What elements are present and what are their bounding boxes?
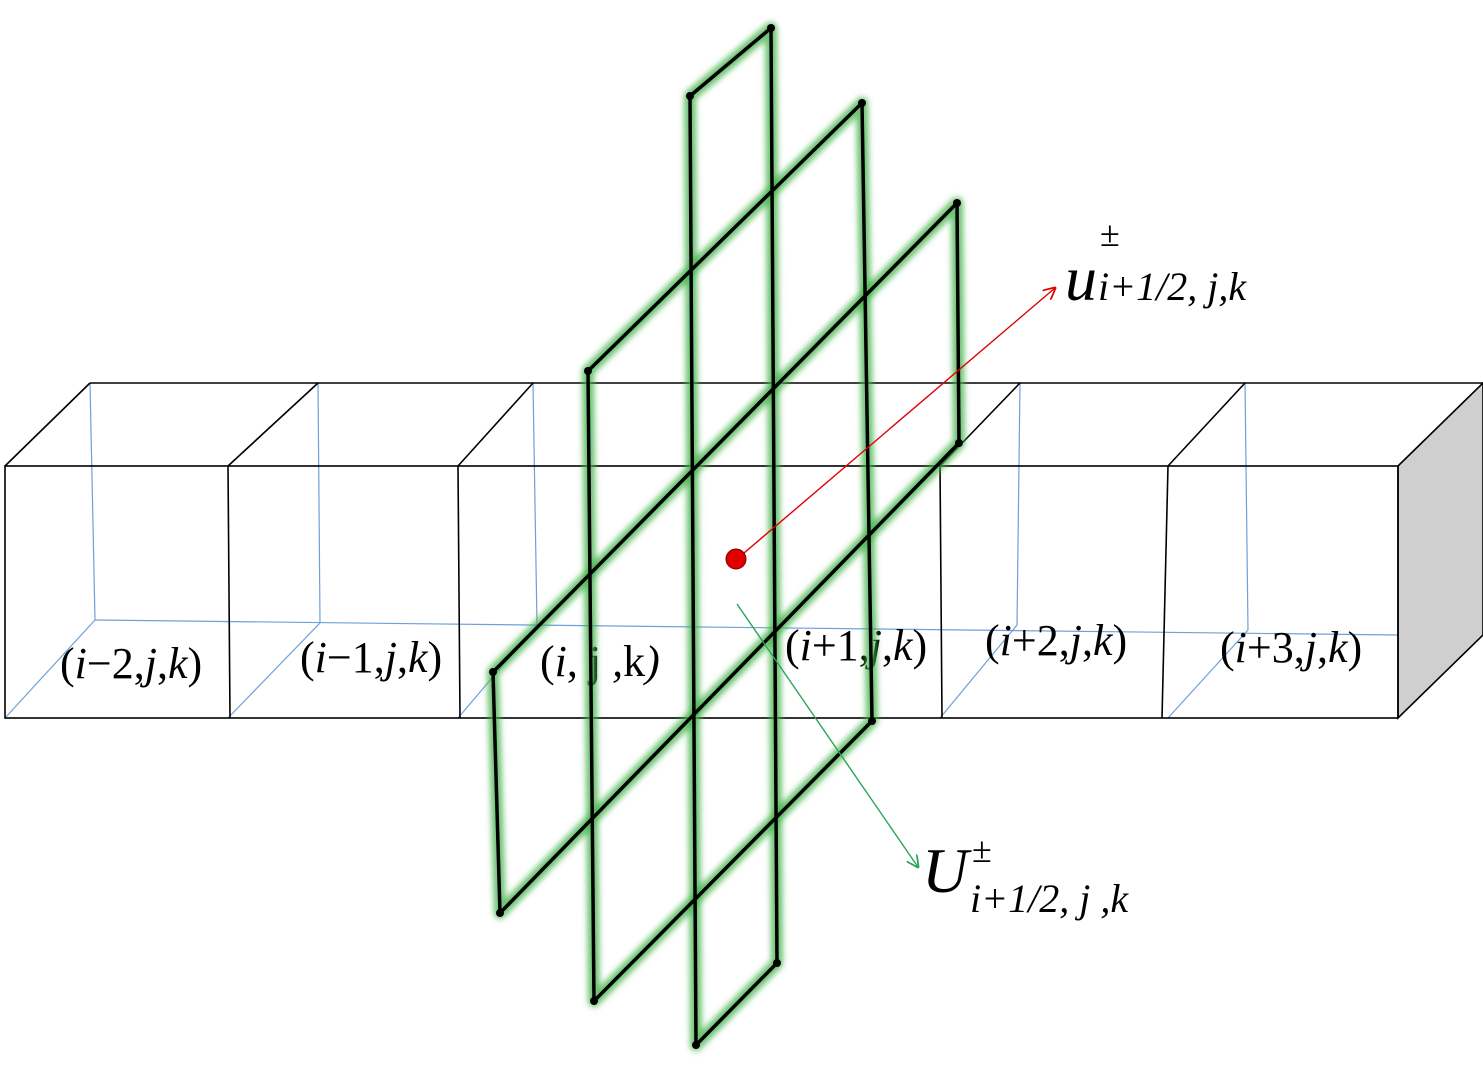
velocity-annotation: u ± i+1/2, j,k <box>1065 214 1247 314</box>
grid-vertex-dot <box>686 92 694 100</box>
cell-label-part: j <box>1065 616 1082 665</box>
cell-label-part: ) <box>912 621 927 670</box>
grid-vertex-dot <box>868 717 876 725</box>
cell-label-part: ( <box>785 621 800 670</box>
grid-vertex-dot <box>955 439 963 447</box>
grid-vertex-dot <box>767 24 775 32</box>
cell-label-part: ( <box>1220 623 1235 672</box>
face-center-point <box>725 548 747 570</box>
cell-label: (i+1,j,k) <box>785 621 927 670</box>
cell-label-part: , <box>1082 616 1093 665</box>
velocity-symbol: u <box>1065 243 1097 314</box>
state-superscript: ± <box>972 830 992 870</box>
cell-label-part: ) <box>1112 616 1127 665</box>
cell-label-part: +3 <box>1247 623 1294 672</box>
velocity-subscript: i+1/2, j,k <box>1098 264 1247 309</box>
cell-label-part: ( <box>540 637 555 686</box>
grid-vertex-dot <box>773 959 781 967</box>
cell-label-part: j <box>140 639 157 688</box>
grid-vertex-dot <box>590 997 598 1005</box>
cell-label-part: i <box>555 637 567 686</box>
state-subscript: i+1/2, j ,k <box>970 876 1129 921</box>
cell-label: (i+3,j,k) <box>1220 623 1362 672</box>
cell-label-part: k <box>168 639 189 688</box>
cell-label: (i+2,j,k) <box>985 616 1127 665</box>
cell-label: (i−2,j,k) <box>60 639 202 688</box>
hidden-edges <box>4 382 1399 719</box>
cell-label-part: −2 <box>87 639 134 688</box>
grid-vertex-dot <box>692 1041 700 1049</box>
cell-label-part: k <box>893 621 914 670</box>
grid-vertex-dot <box>496 909 504 917</box>
grid-vertex-dot <box>858 99 866 107</box>
cell-label-part: ( <box>985 616 1000 665</box>
interface-grid <box>491 26 961 1047</box>
cell-label-part: , <box>882 621 893 670</box>
cell-label-part: ) <box>1347 623 1362 672</box>
cell-label-part: k <box>408 633 429 682</box>
cell-label-part: i <box>315 633 327 682</box>
cell-labels: (i−2,j,k)(i−1,j,k)(i, j ,k)(i+1,j,k)(i+2… <box>60 616 1362 688</box>
cell-label-part: , <box>397 633 408 682</box>
cell-label-part: ) <box>427 633 442 682</box>
interface-grid-vertices <box>489 24 963 1049</box>
state-arrow <box>736 603 918 867</box>
cell-label-part: , <box>567 637 589 686</box>
velocity-superscript: ± <box>1100 214 1120 254</box>
interface-grid-glow <box>487 22 965 1051</box>
box-end-face <box>1397 381 1483 720</box>
grid-vertex-dot <box>953 199 961 207</box>
cell-label-part: +2 <box>1012 616 1059 665</box>
cell-label-part: ( <box>300 633 315 682</box>
cell-label-part: , <box>1294 623 1305 672</box>
cell-label-part: , <box>859 621 870 670</box>
cell-label-part: ( <box>60 639 75 688</box>
state-symbol: U <box>922 835 972 906</box>
cell-label-part: k <box>623 637 645 686</box>
velocity-arrow <box>736 288 1055 560</box>
grid-vertex-dot <box>489 668 497 676</box>
grid-vertex-dot <box>584 367 592 375</box>
cell-label: (i, j ,k) <box>540 637 660 686</box>
cell-label-part: k <box>1328 623 1349 672</box>
cell-label-part: ) <box>642 637 660 686</box>
cell-label-part: ) <box>187 639 202 688</box>
cell-label-part: , <box>157 639 168 688</box>
cell-label-part: +1 <box>812 621 859 670</box>
cell-label-part: j <box>380 633 397 682</box>
state-annotation: U ± i+1/2, j ,k <box>922 830 1129 921</box>
cell-label-part: −1 <box>327 633 374 682</box>
cell-label-part: , <box>601 637 623 686</box>
cell-label-part: i <box>1235 623 1247 672</box>
cell-label-part: i <box>800 621 812 670</box>
cell-label: (i−1,j,k) <box>300 633 442 682</box>
cell-label-part: , <box>1059 616 1070 665</box>
cell-label-part: , <box>374 633 385 682</box>
cell-label-part: , <box>1317 623 1328 672</box>
cell-label-part: i <box>75 639 87 688</box>
cell-label-part: , <box>134 639 145 688</box>
cell-label-part: j <box>1300 623 1317 672</box>
cell-label-part: i <box>1000 616 1012 665</box>
cell-label-part: k <box>1093 616 1114 665</box>
